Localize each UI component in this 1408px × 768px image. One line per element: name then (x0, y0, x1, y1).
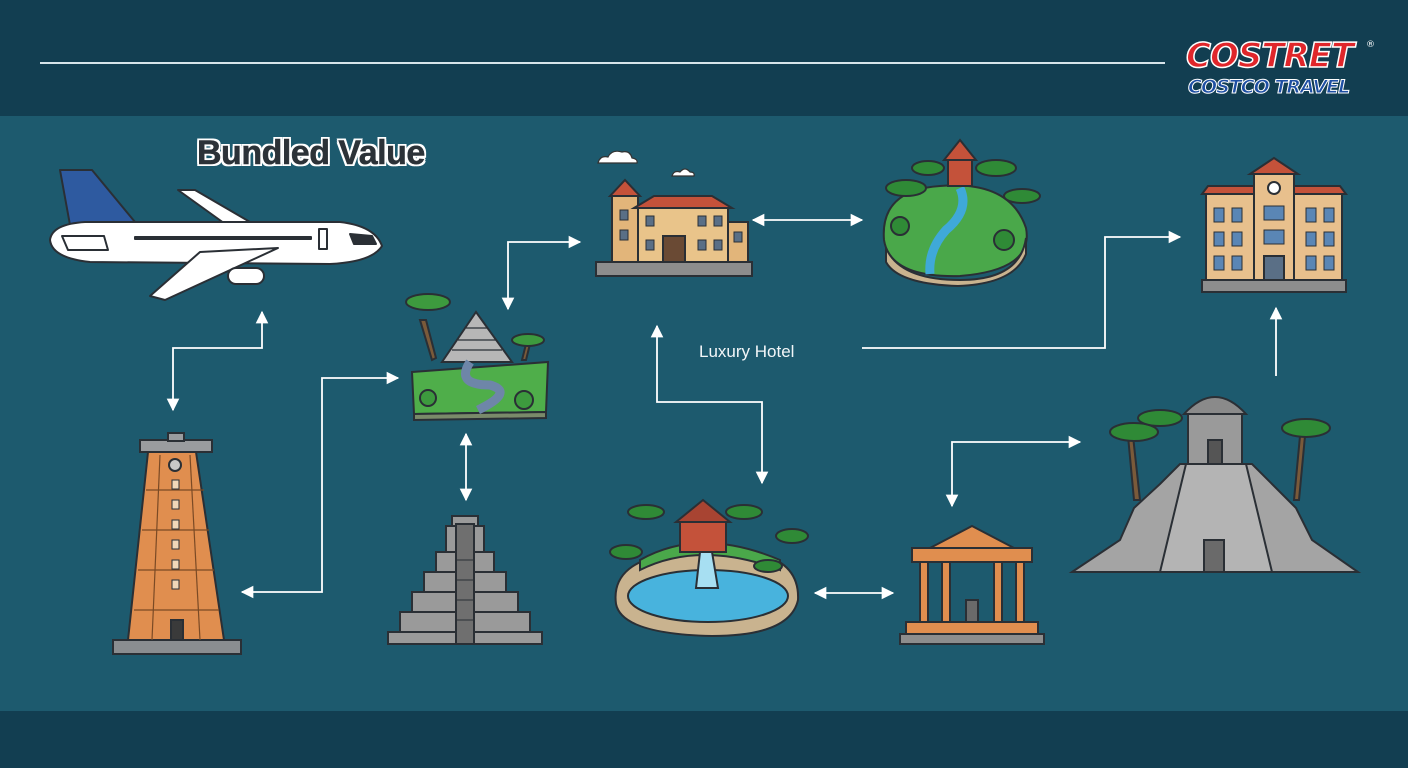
connectors (166, 213, 1283, 600)
cloud-icon (597, 150, 695, 177)
lighthouse-tower-icon (112, 432, 242, 655)
header-rule (40, 62, 1165, 64)
hacienda-hotel-icon (595, 178, 753, 277)
costco-travel-logo: COSTRET ® COSTCO TRAVEL (1180, 35, 1380, 102)
connector-jungle-hacienda (501, 235, 582, 311)
footer-band (0, 711, 1408, 768)
connector-tower-jungle (240, 371, 400, 599)
river-island-icon (882, 138, 1041, 288)
header-band (0, 0, 1408, 116)
connector-tower-plane (166, 310, 269, 412)
pavilion-icon (899, 524, 1045, 645)
airplane-icon (49, 169, 383, 301)
waterfall-lagoon-icon (609, 498, 809, 638)
step-pyramid-icon (387, 515, 543, 645)
temple-pyramid-icon (1068, 396, 1362, 573)
connector-label-cityhotel (862, 230, 1182, 349)
logo-line-1: COSTRET (1185, 35, 1355, 77)
city-hotel-icon (1200, 156, 1348, 293)
logo-line-2: COSTCO TRAVEL (1187, 76, 1350, 99)
connector-label-lagoon (650, 324, 769, 485)
jungle-pyramid-island-icon (405, 293, 550, 422)
logo-registered-mark: ® (1366, 40, 1375, 50)
diagram-title: Bundled Value (197, 134, 426, 173)
connector-pavilion-temple (945, 435, 1082, 508)
